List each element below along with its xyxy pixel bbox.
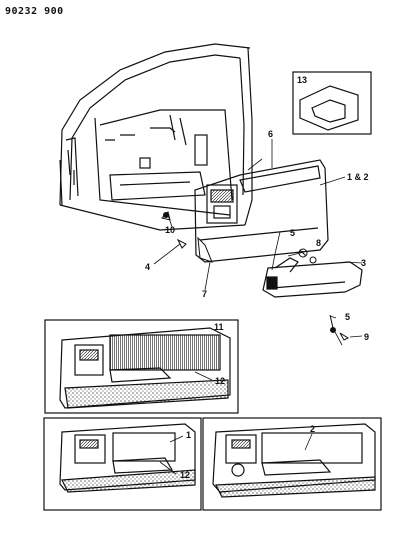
callout-3: 3 xyxy=(361,258,366,268)
callout-1: 1 xyxy=(186,430,191,440)
callout-13: 13 xyxy=(297,75,307,85)
callout-5-lower: 5 xyxy=(345,312,350,322)
callout-7: 7 xyxy=(202,289,207,299)
door-trim-panel xyxy=(194,159,329,263)
inset-13-box xyxy=(292,71,372,135)
door-frame xyxy=(59,43,253,231)
callout-10: 10 xyxy=(165,225,175,235)
callout-labels: 1 & 2 3 4 5 5 6 7 8 9 10 11 12 12 1 2 13 xyxy=(145,75,369,480)
callout-8: 8 xyxy=(316,238,321,248)
callout-2: 2 xyxy=(310,424,315,434)
callout-12-lower: 12 xyxy=(180,470,190,480)
callout-4: 4 xyxy=(145,262,150,272)
document-number: 90232 900 xyxy=(5,6,64,17)
callout-9: 9 xyxy=(364,332,369,342)
item-7-lower-trim xyxy=(197,236,213,263)
callout-5-upper: 5 xyxy=(290,228,295,238)
callout-11: 11 xyxy=(214,322,224,332)
fasteners xyxy=(161,211,350,341)
callout-12-upper: 12 xyxy=(215,376,225,386)
inset-2-box xyxy=(202,417,382,511)
inset-leader-lines xyxy=(159,371,313,475)
callout-6: 6 xyxy=(268,129,273,139)
callout-1-and-2: 1 & 2 xyxy=(347,172,369,182)
inset-1-box xyxy=(43,417,202,511)
inset-11-box xyxy=(44,319,239,414)
leader-lines xyxy=(153,139,363,346)
armrest xyxy=(262,257,363,298)
